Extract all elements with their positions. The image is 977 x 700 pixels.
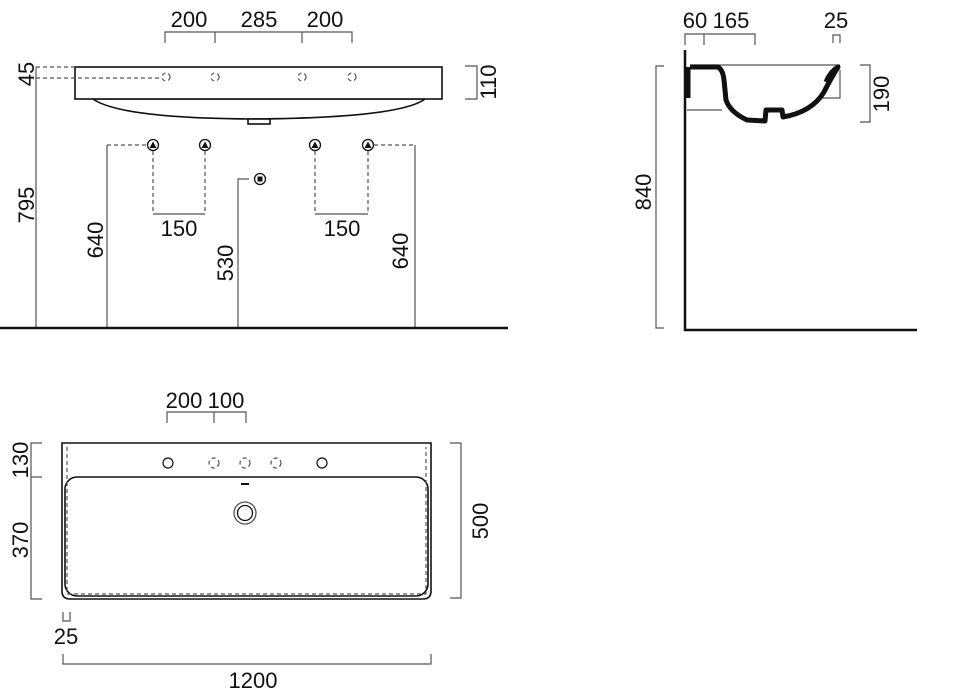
dim-795: 795 [14, 187, 39, 224]
dim-640-right: 640 [388, 233, 413, 270]
drain-icon [233, 501, 257, 525]
dim-130: 130 [8, 442, 33, 479]
dim-190-line [860, 64, 871, 123]
dim-530-line [237, 178, 249, 328]
dim-530: 530 [213, 245, 238, 282]
dim-370: 370 [8, 522, 33, 559]
water-supply-valves [146, 138, 375, 152]
basin-bowl [90, 98, 428, 120]
dim-840: 840 [631, 174, 656, 211]
basin-section [685, 64, 841, 124]
basin-bowl-outline [64, 476, 429, 597]
dim-200-left: 200 [171, 7, 208, 32]
dim-45: 45 [14, 62, 39, 86]
dim-110-line [465, 65, 478, 100]
dim-190: 190 [869, 76, 894, 113]
tap-holes [161, 72, 357, 82]
dim-285: 285 [241, 7, 278, 32]
dim-25: 25 [824, 8, 848, 33]
dim-165: 165 [713, 8, 750, 33]
front-view: 200 285 200 45 795 110 640 150 150 [0, 7, 508, 330]
dim-500: 500 [468, 503, 493, 540]
dim-25-plan: 25 [54, 624, 78, 649]
plan-view: 200 100 130 370 500 25 1200 [8, 388, 493, 693]
dim-150-right: 150 [324, 216, 361, 241]
dim-1200: 1200 [229, 668, 278, 693]
drain-outlet [247, 118, 271, 125]
dim-60: 60 [683, 8, 707, 33]
dim-110: 110 [476, 64, 501, 99]
dim-200-plan: 200 [166, 388, 203, 413]
basin-front [74, 66, 443, 100]
tap-holes-plan [162, 457, 328, 469]
dim-840-line [655, 65, 664, 329]
dim-640-left: 640 [83, 222, 108, 259]
side-view: 60 165 25 840 190 [631, 8, 917, 332]
dim-150-left: 150 [161, 216, 198, 241]
dim-200-right: 200 [307, 7, 344, 32]
top-dim-line [164, 31, 353, 43]
dim-100-plan: 100 [208, 388, 245, 413]
